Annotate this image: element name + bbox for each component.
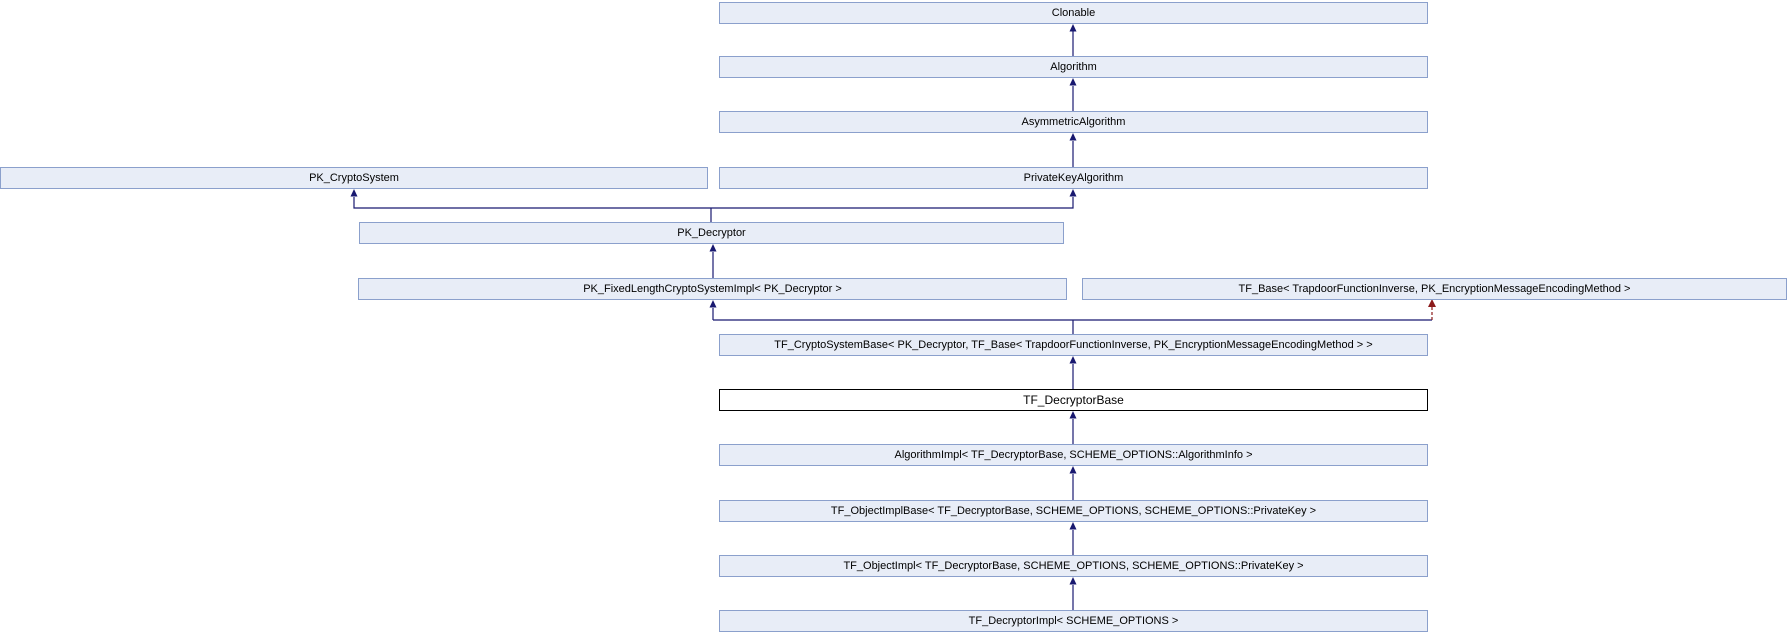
node-tf-base[interactable]: TF_Base< TrapdoorFunctionInverse, PK_Enc… (1082, 278, 1787, 300)
edge-asymmetricalgorithm-to-algorithm (1069, 78, 1077, 111)
edge-tfdecryptorbase-to-tfcryptosystembase (1069, 356, 1077, 389)
node-tf-decryptorbase: TF_DecryptorBase (719, 389, 1428, 411)
node-privatekey-algorithm[interactable]: PrivateKeyAlgorithm (719, 167, 1428, 189)
node-pk-cryptosystem[interactable]: PK_CryptoSystem (0, 167, 708, 189)
edge-pkfixedlength-to-pkdecryptor (709, 244, 717, 278)
node-pk-decryptor[interactable]: PK_Decryptor (359, 222, 1064, 244)
node-asymmetric-algorithm[interactable]: AsymmetricAlgorithm (719, 111, 1428, 133)
node-tf-objectimpl[interactable]: TF_ObjectImpl< TF_DecryptorBase, SCHEME_… (719, 555, 1428, 577)
edge-tfcryptosystembase-to-parents (709, 299, 1436, 334)
node-clonable[interactable]: Clonable (719, 2, 1428, 24)
node-algorithmimpl[interactable]: AlgorithmImpl< TF_DecryptorBase, SCHEME_… (719, 444, 1428, 466)
edge-privatekeyalgorithm-to-asymmetricalgorithm (1069, 133, 1077, 167)
node-algorithm[interactable]: Algorithm (719, 56, 1428, 78)
edge-tfobjectimplbase-to-algorithmimpl (1069, 466, 1077, 500)
edge-algorithm-to-clonable (1069, 24, 1077, 56)
node-tf-cryptosystembase[interactable]: TF_CryptoSystemBase< PK_Decryptor, TF_Ba… (719, 334, 1428, 356)
edge-tfobjectimpl-to-tfobjectimplbase (1069, 522, 1077, 555)
node-tf-decryptorimpl[interactable]: TF_DecryptorImpl< SCHEME_OPTIONS > (719, 610, 1428, 632)
node-pk-fixedlength-cryptosystemimpl[interactable]: PK_FixedLengthCryptoSystemImpl< PK_Decry… (358, 278, 1067, 300)
node-tf-objectimplbase[interactable]: TF_ObjectImplBase< TF_DecryptorBase, SCH… (719, 500, 1428, 522)
edge-pkdecryptor-to-parents (350, 189, 1077, 222)
edge-algorithmimpl-to-tfdecryptorbase (1069, 411, 1077, 444)
edge-tfdecryptorimpl-to-tfobjectimpl (1069, 577, 1077, 610)
